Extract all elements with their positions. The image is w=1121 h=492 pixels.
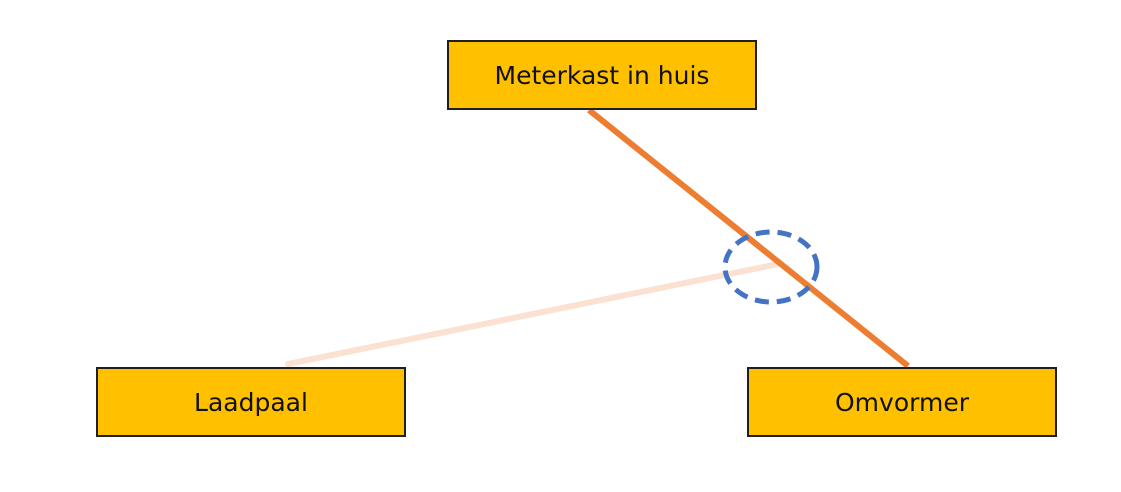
node-laadpaal: Laadpaal [96, 367, 406, 437]
connector-laadpaal-junction [285, 261, 781, 367]
node-meterkast-in-huis: Meterkast in huis [447, 40, 757, 110]
junction-highlight-ellipse [722, 229, 820, 305]
node-omvormer: Omvormer [747, 367, 1057, 437]
